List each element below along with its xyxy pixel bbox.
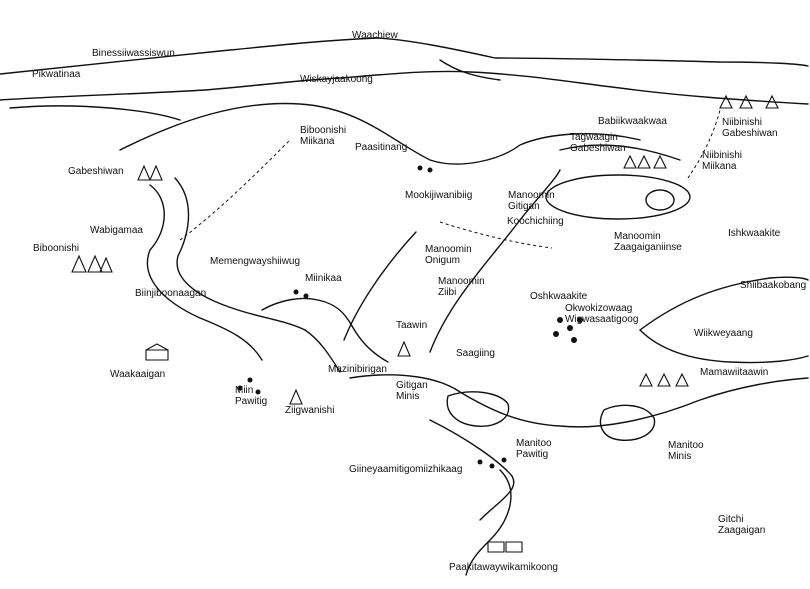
creek-onigum xyxy=(343,231,417,341)
label-taawin: Taawin xyxy=(396,320,428,331)
label-wiskayjaakoong: Wiskayjaakoong xyxy=(300,74,373,85)
summer-trail xyxy=(687,109,721,179)
tipi-mamawiitaawin xyxy=(639,372,689,387)
tipi-tagwaagin xyxy=(623,154,667,169)
tipi-biboonishi xyxy=(71,254,113,273)
label-gabeshiwan: Gabeshiwan xyxy=(68,166,124,177)
house-waakaaigan xyxy=(145,343,169,361)
label-saagiing: Saagiing xyxy=(456,348,495,359)
label-paakitawaywikamikoong: Paakitawaywikamikoong xyxy=(449,562,558,573)
creek-ziibi xyxy=(429,169,561,353)
label-oshkwaakite: Oshkwaakite xyxy=(530,291,588,302)
tipi-babiikwaakwaa xyxy=(719,94,779,109)
mountain-ridge xyxy=(0,37,809,75)
tipi-gabeshiwan xyxy=(137,164,163,181)
label-koochichiing: Koochichiing xyxy=(507,216,564,227)
label-miinikaa: Miinikaa xyxy=(305,273,342,284)
label-ziigwanishi: Ziigwanishi xyxy=(285,405,335,416)
gitigan-island xyxy=(446,391,510,427)
label-mazinibirigan: Mazinibirigan xyxy=(328,364,387,375)
winter-trail xyxy=(179,139,291,241)
river-bank-left xyxy=(146,184,263,361)
label-babiikwaakwaa: Babiikwaakwaa xyxy=(598,116,667,127)
house-paakitaway xyxy=(487,541,523,553)
label-binessiiwassiswun: Binessiiwassiswun xyxy=(92,48,175,59)
tipi-ziigwanishi xyxy=(289,388,303,405)
label-mookijiwanibiig: Mookijiwanibiig xyxy=(405,190,473,201)
label-wiikweyaang: Wiikweyaang xyxy=(694,328,753,339)
mountain-ridge-lower xyxy=(0,70,809,105)
label-wabigamaa: Wabigamaa xyxy=(90,225,143,236)
manoomin-lake xyxy=(545,174,691,220)
wiikweyaang-shore xyxy=(639,276,809,331)
label-waakaaigan: Waakaaigan xyxy=(110,369,166,380)
river-bank-right xyxy=(174,177,306,331)
label-memengwayshiiwug: Memengwayshiiwug xyxy=(210,256,301,267)
label-ishkwaakite: Ishkwaakite xyxy=(728,228,781,239)
manitoo-island xyxy=(599,404,656,441)
label-mamawiitaawin: Mamawiitaawin xyxy=(700,367,769,378)
label-pikwatinaa: Pikwatinaa xyxy=(32,69,81,80)
label-waachiew: Waachiew xyxy=(352,30,398,41)
label-giineyaamitigomiizhikaag: Giineyaamitigomiizhikaag xyxy=(349,464,463,475)
label-biinjiboonaagan: Biinjiboonaagan xyxy=(135,288,207,299)
label-paasitinang: Paasitinang xyxy=(355,142,408,153)
lake-shore xyxy=(349,374,809,428)
tipi-taawin xyxy=(397,340,411,357)
label-shiibaakobang: Shiibaakobang xyxy=(740,280,807,291)
hill-line xyxy=(119,102,641,165)
label-biboonishi: Biboonishi xyxy=(33,243,80,254)
